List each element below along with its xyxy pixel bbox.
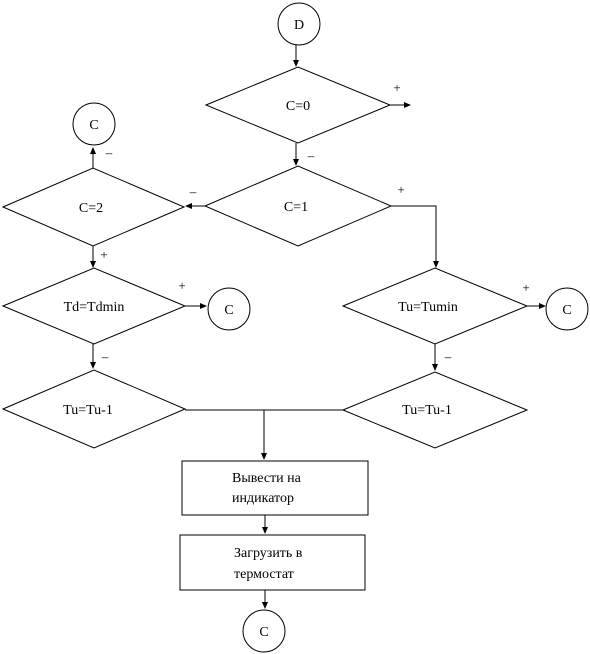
process-load-line1: Загрузить в — [234, 546, 303, 561]
connector-c-top-left: C — [72, 102, 116, 146]
arrowhead-d-to-c0 — [293, 60, 299, 67]
decision-td-equals-tdmin: Td=Tdmin — [1, 267, 187, 345]
decision-c-equals-0: C=0 — [204, 66, 392, 144]
connector-c-tu-plus-label: C — [562, 303, 571, 318]
block-tu-decrement-right-label: Tu=Tu-1 — [402, 403, 452, 418]
decision-tu-equals-tumin-label: Tu=Tumin — [398, 300, 458, 315]
sign-c0-minus: – — [307, 148, 315, 163]
sign-tu-minus: – — [444, 349, 452, 364]
block-tu-decrement-right: Tu=Tu-1 — [341, 371, 529, 449]
start-connector-label: D — [294, 18, 304, 33]
arrowhead-merge-to-display — [261, 453, 267, 460]
sign-c0-plus: + — [393, 80, 400, 95]
arrowhead-display-to-load — [262, 527, 268, 534]
start-connector-d: D — [277, 2, 321, 46]
decision-c-equals-1: C=1 — [203, 165, 393, 247]
arrowhead-td-to-tu-dec-left — [90, 362, 96, 369]
arrowhead-tu-to-connector — [539, 303, 546, 309]
connector-c-top-left-label: C — [89, 118, 98, 133]
sign-tu-plus: + — [522, 280, 529, 295]
end-connector-label: C — [259, 625, 268, 640]
decision-c-equals-2: C=2 — [1, 167, 186, 247]
edge-c1-plus-to-tu-tumin — [391, 205, 437, 263]
process-display-line2: индикатор — [232, 491, 294, 506]
arrowhead-load-to-end — [262, 602, 268, 609]
connector-c-td-plus-label: C — [224, 303, 233, 318]
end-connector-c: C — [242, 609, 286, 653]
sign-c2-minus: – — [105, 145, 113, 160]
arrowhead-tu-to-tu-dec-right — [432, 364, 438, 371]
arrowhead-c0-plus-exit — [404, 102, 411, 108]
process-load-to-thermostat: Загрузить в термостат — [179, 534, 366, 591]
sign-c2-plus: + — [100, 247, 107, 262]
sign-c1-minus: – — [189, 184, 197, 199]
sign-td-minus: – — [101, 349, 109, 364]
connector-c-tu-plus: C — [545, 287, 589, 331]
decision-c-equals-0-label: C=0 — [286, 99, 310, 114]
sign-c1-plus: + — [397, 182, 404, 197]
block-tu-decrement-left-label: Tu=Tu-1 — [63, 403, 113, 418]
connector-c-td-plus: C — [207, 287, 251, 331]
arrowhead-c2-to-td-tdmin — [90, 261, 96, 268]
arrowhead-c1-to-tu-tumin — [433, 261, 439, 268]
decision-tu-equals-tumin: Tu=Tumin — [341, 267, 529, 345]
arrowhead-td-to-connector — [200, 303, 207, 309]
arrowhead-c1-to-c2 — [185, 203, 192, 209]
block-tu-decrement-left: Tu=Tu-1 — [1, 369, 187, 449]
sign-td-plus: + — [178, 278, 185, 293]
arrowhead-c0-to-c1 — [293, 159, 299, 166]
decision-c-equals-2-label: C=2 — [79, 201, 103, 216]
process-display-on-indicator: Вывести на индикатор — [181, 460, 369, 516]
decision-td-equals-tdmin-label: Td=Tdmin — [64, 300, 125, 315]
decision-c-equals-1-label: C=1 — [284, 200, 308, 215]
process-load-line2: термостат — [234, 567, 294, 582]
arrowhead-c2-to-connector — [90, 147, 96, 154]
process-display-line1: Вывести на — [232, 471, 302, 486]
